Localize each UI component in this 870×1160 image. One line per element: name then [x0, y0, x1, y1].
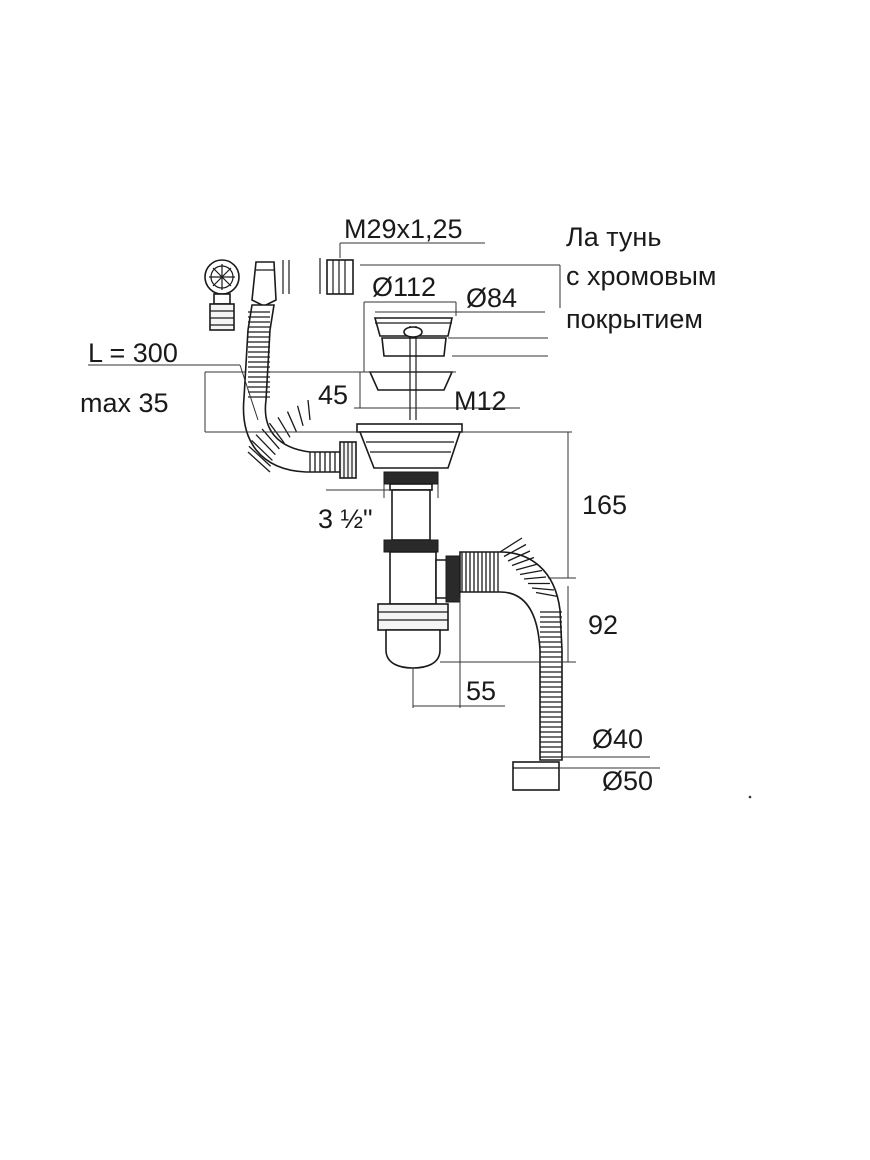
label-height-165: 165: [582, 490, 627, 520]
corrugation-rib: [248, 445, 272, 467]
threaded-connector: [319, 258, 354, 295]
label-dia-strainer: Ø84: [466, 283, 517, 313]
label-material-1: Ла тунь: [566, 222, 661, 252]
corrugation-rib: [277, 416, 291, 438]
label-nut-size: 3 ½": [318, 504, 373, 534]
overflow-nut: [339, 441, 357, 479]
corrugation-rib: [523, 576, 547, 580]
corrugation-rib: [296, 405, 304, 426]
strainer-basket: [368, 317, 454, 420]
outlet-pipe: [459, 537, 563, 791]
corrugation-rib: [507, 550, 531, 562]
label-dia-40: Ø40: [592, 724, 643, 754]
corrugation-rib: [503, 543, 527, 558]
label-max-thickness: max 35: [80, 388, 169, 418]
label-material-3: покрытием: [566, 304, 703, 334]
corrugation-rib: [511, 556, 535, 567]
corrugation-rib: [535, 591, 559, 598]
corrugation-rib: [307, 399, 311, 421]
corrugation-rib: [519, 569, 543, 576]
label-thread: M29x1,25: [344, 214, 463, 244]
corrugation-rib: [251, 439, 273, 461]
tailpiece: [383, 489, 439, 553]
label-hose-length: L = 300: [88, 338, 178, 368]
corrugation-rib: [286, 411, 297, 432]
stray-dot: [748, 795, 752, 799]
corrugation-rib: [268, 422, 285, 444]
label-height-92: 92: [588, 610, 618, 640]
dimension-lines: [88, 242, 660, 769]
label-dia-50: Ø50: [602, 766, 653, 796]
bottle-trap: [377, 551, 461, 669]
label-material-2: с хромовым: [566, 261, 716, 291]
overflow-grille: [204, 259, 240, 331]
label-height-45: 45: [318, 380, 348, 410]
label-offset-55: 55: [466, 676, 496, 706]
label-bolt: M12: [454, 386, 507, 416]
corrugation-rib: [499, 537, 523, 553]
corrugation-rib: [255, 434, 276, 456]
corrugation-rib: [515, 563, 539, 571]
overflow-hose: [242, 304, 343, 473]
drain-body: [356, 423, 463, 491]
corrugation-rib: [531, 587, 555, 591]
label-dia-flange: Ø112: [372, 272, 436, 302]
overflow-elbow: [251, 260, 290, 307]
corrugation-rib: [247, 451, 271, 473]
